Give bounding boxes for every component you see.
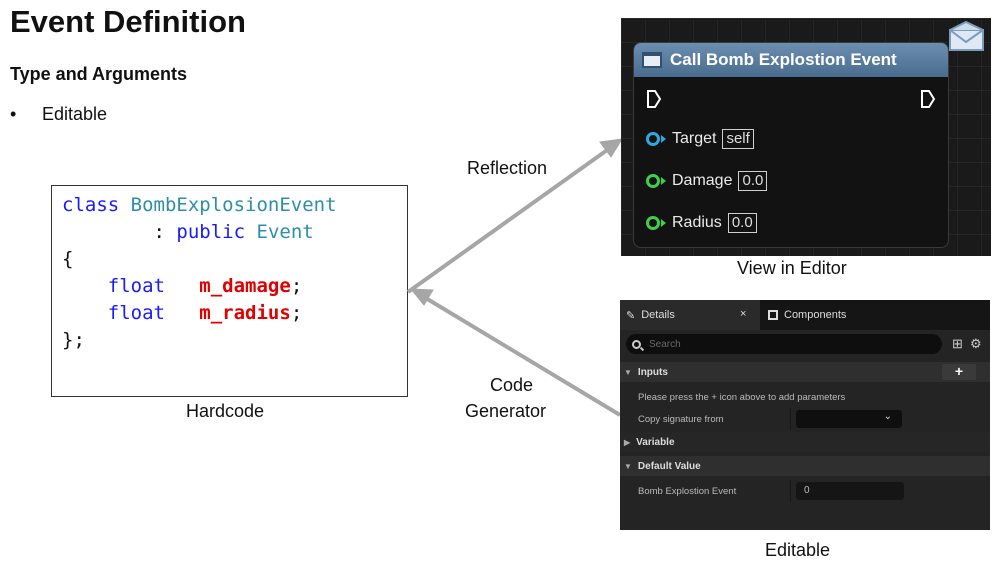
function-icon [642, 52, 662, 68]
section-inputs[interactable]: ▼ Inputs + [620, 362, 990, 382]
section-variable[interactable]: ▶ Variable [620, 432, 990, 452]
code-field1-name: m_damage [199, 275, 291, 297]
pin-value-field[interactable]: 0.0 [727, 213, 757, 233]
collapsed-triangle-icon: ▶ [624, 437, 631, 447]
tab-details-label: Details [641, 309, 675, 321]
gear-icon[interactable]: ⚙ [970, 336, 982, 351]
code-class-name: BombExplosionEvent [130, 194, 337, 216]
blueprint-graph-panel[interactable]: Call Bomb Explostion Event Target self D… [621, 18, 991, 256]
object-pin-icon[interactable] [646, 132, 660, 146]
pin-radius[interactable]: Radius 0.0 [646, 213, 757, 233]
tab-components[interactable]: Components [766, 300, 846, 330]
default-value-row: Bomb Explostion Event 0 [620, 480, 990, 502]
expanded-triangle-icon: ▼ [624, 461, 632, 471]
exec-input-pin-icon[interactable] [646, 89, 662, 109]
code-block: class BombExplosionEvent : public Event … [51, 185, 408, 397]
code-field2-semicolon: ; [290, 302, 303, 324]
pin-arrow-icon [661, 177, 666, 185]
search-input[interactable]: Search [626, 334, 942, 354]
pencil-icon: ✎ [626, 309, 636, 322]
reflection-arrowhead [599, 138, 623, 158]
add-parameter-button[interactable]: + [942, 364, 976, 380]
close-icon[interactable]: × [740, 308, 747, 320]
code-field2-name: m_radius [199, 302, 291, 324]
chevron-down-icon: ⌄ [883, 411, 892, 422]
column-divider [790, 408, 791, 430]
components-icon [768, 310, 778, 320]
pin-value-field[interactable]: self [722, 129, 754, 149]
pin-value-field[interactable]: 0.0 [738, 171, 768, 191]
reflection-caption: Reflection [467, 158, 548, 178]
reflection-arrow [406, 146, 612, 294]
bullet-item: • Editable [10, 104, 107, 125]
code-open-brace: { [62, 248, 74, 270]
code-generator-caption-line1: Code [490, 375, 534, 395]
copy-signature-row: Copy signature from ⌄ [620, 408, 990, 430]
bullet-marker: • [10, 104, 17, 124]
details-panel: ✎ Details × Components Search ⊞ ⚙ ▼ Inpu… [620, 300, 990, 530]
bullet-text: Editable [42, 104, 108, 124]
column-divider [790, 480, 791, 502]
pin-target[interactable]: Target self [646, 129, 754, 149]
slide-title: Event Definition [10, 4, 246, 39]
section-variable-label: Variable [636, 436, 675, 448]
section-inputs-label: Inputs [637, 366, 668, 378]
tab-details[interactable]: ✎ Details [620, 300, 760, 330]
float-pin-icon[interactable] [646, 174, 660, 188]
code-base-class: Event [256, 221, 314, 243]
float-pin-icon[interactable] [646, 216, 660, 230]
slide-subtitle: Type and Arguments [10, 64, 188, 84]
copy-signature-dropdown[interactable]: ⌄ [796, 410, 902, 428]
code-field2-type: float [107, 302, 165, 324]
default-value-field[interactable]: 0 [796, 482, 904, 500]
search-placeholder: Search [649, 338, 681, 350]
call-event-node[interactable]: Call Bomb Explostion Event Target self D… [633, 42, 949, 248]
section-default-value-label: Default Value [637, 460, 701, 472]
search-icon [632, 339, 641, 349]
hint-row: Please press the + icon above to add par… [620, 386, 990, 408]
code-public-keyword: public [176, 221, 246, 243]
code-generator-arrow [422, 295, 622, 417]
exec-output-pin-icon[interactable] [920, 89, 936, 109]
editable-caption: Editable [765, 540, 831, 560]
code-generator-caption-line2: Generator [465, 401, 547, 421]
details-tab-bar: ✎ Details × Components [620, 300, 990, 330]
code-generator-arrowhead [409, 288, 434, 306]
property-label: Bomb Explostion Event [638, 485, 737, 497]
pin-label: Damage [672, 172, 733, 189]
node-header[interactable]: Call Bomb Explostion Event [634, 43, 948, 77]
tab-components-label: Components [784, 309, 847, 321]
pin-arrow-icon [661, 219, 666, 227]
expanded-triangle-icon: ▼ [624, 367, 632, 377]
section-default-value[interactable]: ▼ Default Value [620, 456, 990, 476]
node-title: Call Bomb Explostion Event [670, 50, 897, 69]
code-field1-semicolon: ; [290, 275, 303, 297]
code-inherit-sep: : [153, 221, 177, 243]
hardcode-caption: Hardcode [186, 401, 265, 421]
table-view-icon[interactable]: ⊞ [952, 336, 963, 351]
pin-label: Radius [672, 214, 722, 231]
pin-arrow-icon [661, 135, 666, 143]
view-in-editor-caption: View in Editor [737, 258, 847, 278]
code-class-keyword: class [62, 194, 120, 216]
pin-label: Target [672, 130, 717, 147]
copy-signature-label: Copy signature from [638, 413, 724, 425]
hint-text: Please press the + icon above to add par… [638, 391, 846, 403]
pin-damage[interactable]: Damage 0.0 [646, 171, 768, 191]
code-close-brace: }; [62, 329, 85, 351]
code-field1-type: float [107, 275, 165, 297]
event-envelope-icon [949, 20, 984, 51]
